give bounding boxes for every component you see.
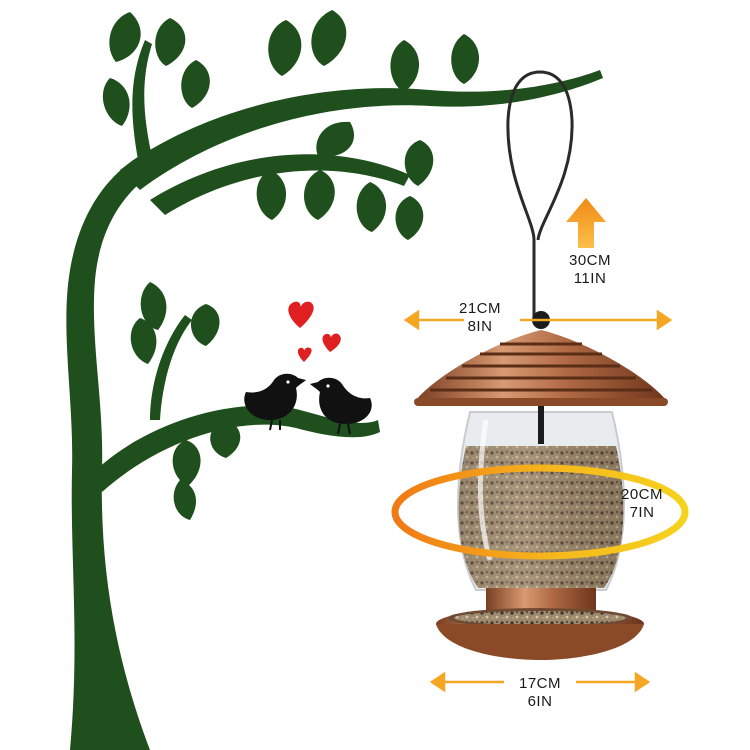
heart-icon (297, 347, 312, 362)
tray-width-imperial: 6IN (527, 693, 553, 710)
roof-width-metric: 21CM (458, 300, 501, 317)
roof-width-label: 21CM 8IN (448, 300, 512, 336)
tree-branch-left (132, 40, 154, 170)
feeder-tray (436, 588, 644, 660)
tray-width-metric: 17CM (518, 675, 561, 692)
feeder-jar (457, 406, 625, 591)
tree-branch-mid (150, 154, 410, 215)
tree (66, 10, 603, 750)
circumference-ring (391, 464, 689, 560)
tray-width-label: 17CM 6IN (508, 675, 572, 711)
jar-circumference-metric: 20CM (620, 486, 663, 503)
heart-icon (322, 333, 341, 352)
jar-circumference-imperial: 7IN (629, 504, 655, 521)
tree-trunk (66, 150, 160, 750)
height-imperial: 11IN (573, 270, 607, 287)
height-metric: 30CM (568, 252, 611, 269)
bird-left (244, 373, 306, 431)
feeder-roof (414, 330, 668, 406)
height-label: 30CM 11IN (558, 252, 622, 288)
arrow-horizontal-tray (429, 671, 651, 693)
tree-twig (150, 315, 192, 420)
tree-branch-lower (96, 405, 380, 492)
leaves (102, 10, 479, 520)
hearts (288, 301, 341, 362)
birds (244, 373, 372, 435)
tree-branch-upper (120, 70, 603, 190)
bird-right (310, 377, 372, 435)
arrow-up-icon (566, 198, 606, 248)
feeder-hanger (506, 70, 574, 320)
arrow-horizontal-hood (403, 309, 673, 331)
roof-width-imperial: 8IN (467, 318, 493, 335)
heart-icon (288, 301, 314, 328)
jar-circumference-label: 20CM 7IN (610, 486, 674, 522)
